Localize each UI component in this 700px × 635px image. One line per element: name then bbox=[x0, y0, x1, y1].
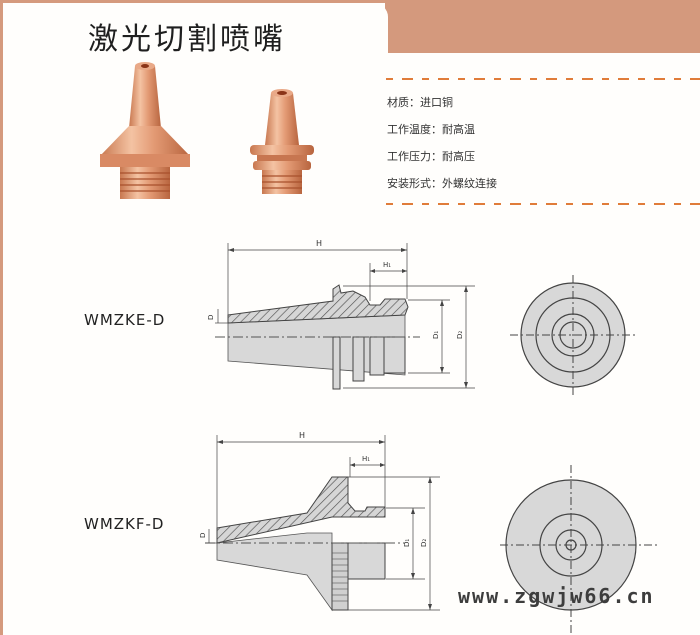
dim-d-label: D bbox=[207, 315, 215, 320]
dim-d2-label: D₂ bbox=[456, 331, 464, 339]
frame-top-border bbox=[0, 0, 700, 3]
drawing-wmzke-d-section: H H₁ D₁ D₂ D bbox=[207, 239, 475, 390]
watermark: www.zgwjw66.cn bbox=[458, 584, 655, 608]
dim-d2-label: D₂ bbox=[420, 539, 428, 547]
dim-d-label: D bbox=[199, 533, 207, 538]
nozzle-photo-tall-flange bbox=[100, 62, 190, 199]
spec-pressure: 工作压力：耐高压 bbox=[387, 150, 475, 163]
drawing-wmzkf-d-end-view bbox=[500, 465, 660, 635]
model-label-wmzke-d: WMZKE-D bbox=[84, 311, 166, 329]
dim-h-label: H bbox=[316, 239, 322, 248]
spec-material: 材质：进口铜 bbox=[387, 96, 453, 109]
dim-h1-label: H₁ bbox=[383, 261, 391, 269]
dim-h1-label: H₁ bbox=[362, 455, 370, 463]
dim-h-label: H bbox=[299, 431, 305, 440]
spec-divider-top bbox=[386, 78, 700, 80]
spec-temperature: 工作温度：耐高温 bbox=[387, 123, 475, 136]
spec-divider-bottom bbox=[386, 203, 700, 205]
drawing-wmzke-d-end-view bbox=[510, 275, 638, 395]
header-band bbox=[385, 0, 700, 53]
dim-d1-label: D₁ bbox=[403, 539, 411, 547]
dim-d1-label: D₁ bbox=[432, 331, 440, 339]
frame-left-border bbox=[0, 0, 3, 635]
spec-installation: 安装形式：外螺纹连接 bbox=[387, 177, 497, 190]
page-title: 激光切割喷嘴 bbox=[88, 22, 286, 57]
drawing-wmzkf-d-section: H H₁ D₁ D₂ D bbox=[199, 431, 440, 612]
title-tab bbox=[3, 3, 388, 63]
nozzle-photo-short bbox=[250, 89, 314, 194]
model-label-wmzkf-d: WMZKF-D bbox=[84, 515, 165, 533]
